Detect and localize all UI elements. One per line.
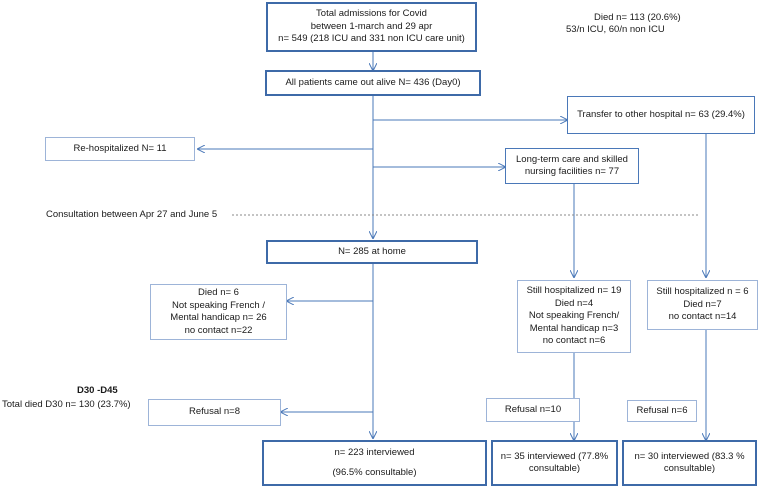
longterm-status-line5: no contact n=6 <box>542 335 606 347</box>
d30-total-died: Total died D30 n= 130 (23.7%) <box>2 399 131 410</box>
transfer-status-line3: no contact n=14 <box>668 311 737 323</box>
home-excluded-line4: no contact n=22 <box>184 324 253 336</box>
total-admissions-line1: Total admissions for Covid <box>316 8 427 20</box>
transfer-status-line1: Still hospitalized n = 6 <box>656 286 749 298</box>
died-note-line2: 53/n ICU, 60/n non ICU <box>566 24 665 35</box>
refusal-home-label: Refusal n=8 <box>189 406 240 418</box>
refusal-home-box: Refusal n=8 <box>148 399 281 426</box>
home-interviewed-line1: n= 223 interviewed <box>334 446 415 458</box>
longterm-status-line1: Still hospitalized n= 19 <box>526 285 622 297</box>
longterm-status-line2: Died n=4 <box>554 297 594 309</box>
refusal-longterm-box: Refusal n=10 <box>486 398 580 422</box>
total-admissions-box: Total admissions for Covid between 1-mar… <box>266 2 477 52</box>
transfer-box: Transfer to other hospital n= 63 (29.4%) <box>567 96 755 134</box>
transfer-interviewed-line2: consultable) <box>663 463 716 474</box>
refusal-longterm-label: Refusal n=10 <box>504 403 562 415</box>
total-admissions-line3: n= 549 (218 ICU and 331 non ICU care uni… <box>278 33 465 45</box>
longterm-box: Long-term care and skilled nursing facil… <box>505 148 639 184</box>
longterm-status-box: Still hospitalized n= 19 Died n=4 Not sp… <box>517 280 631 353</box>
home-excluded-line3: Mental handicap n= 26 <box>170 312 267 323</box>
transfer-interviewed-box: n= 30 interviewed (83.3 % consultable) <box>622 440 757 486</box>
longterm-status-line3: Not speaking French/ <box>528 310 620 322</box>
longterm-interviewed-line2: consultable) <box>528 463 581 474</box>
total-admissions-line2: between 1-march and 29 apr <box>310 20 433 32</box>
transfer-interviewed-line1: n= 30 interviewed (83.3 % <box>634 450 745 462</box>
longterm-status-line4: Mental handicap n=3 <box>529 322 619 334</box>
refusal-transfer-label: Refusal n=6 <box>636 404 688 416</box>
longterm-interviewed-line1: n= 35 interviewed (77.8% <box>500 450 609 462</box>
longterm-line1: Long-term care and skilled <box>516 153 628 165</box>
alive-box: All patients came out alive N= 436 (Day0… <box>265 70 481 96</box>
transfer-status-line2: Died n=7 <box>683 298 722 310</box>
d30-title: D30 -D45 <box>77 385 118 396</box>
alive-label: All patients came out alive N= 436 (Day0… <box>285 76 461 88</box>
rehospitalized-box: Re-hospitalized N= 11 <box>45 137 195 161</box>
refusal-transfer-box: Refusal n=6 <box>627 400 697 422</box>
died-note-line1: Died n= 113 (20.6%) <box>594 12 681 23</box>
transfer-status-box: Still hospitalized n = 6 Died n=7 no con… <box>647 280 758 330</box>
home-excluded-line1: Died n= 6 <box>198 287 239 298</box>
at-home-label: N= 285 at home <box>338 245 406 257</box>
home-excluded-box: Died n= 6 Not speaking French / Mental h… <box>150 284 287 340</box>
transfer-label: Transfer to other hospital n= 63 (29.4%) <box>577 108 745 120</box>
consultation-label: Consultation between Apr 27 and June 5 <box>46 209 218 220</box>
home-interviewed-line2: (96.5% consultable) <box>332 467 417 478</box>
at-home-box: N= 285 at home <box>266 240 478 264</box>
home-interviewed-box: n= 223 interviewed (96.5% consultable) <box>262 440 487 486</box>
rehospitalized-label: Re-hospitalized N= 11 <box>73 142 167 154</box>
home-excluded-line2: Not speaking French / <box>172 299 265 311</box>
longterm-line2: nursing facilities n= 77 <box>524 166 620 177</box>
longterm-interviewed-box: n= 35 interviewed (77.8% consultable) <box>491 440 618 486</box>
